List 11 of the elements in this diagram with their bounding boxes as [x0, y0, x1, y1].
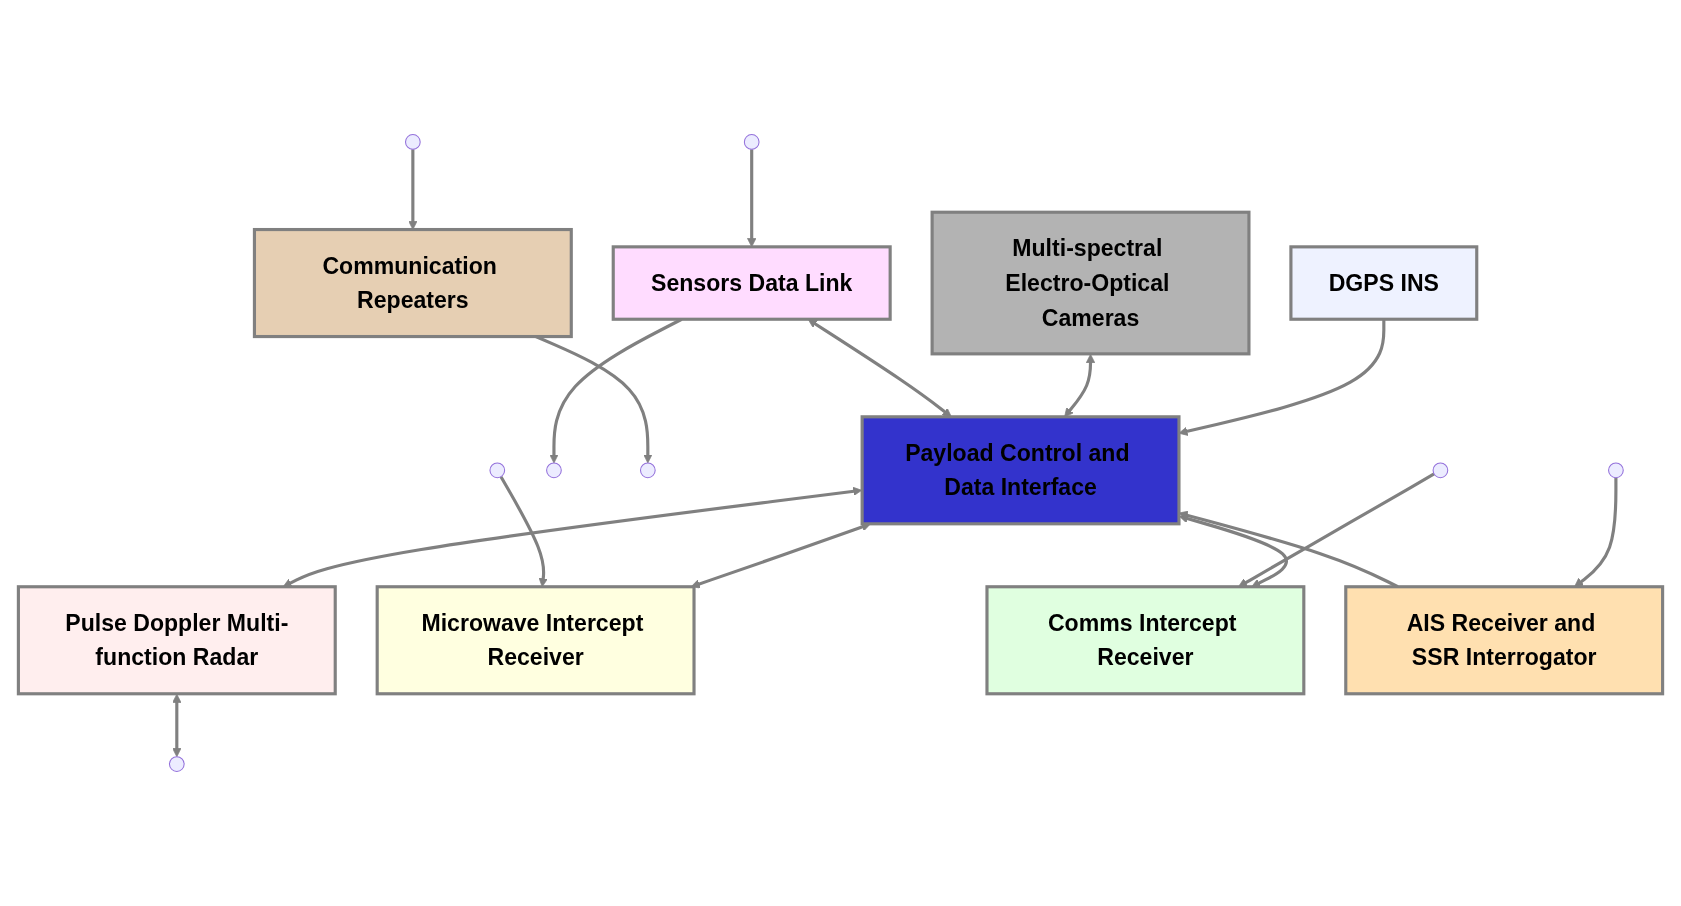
node-box: DGPS INS — [1289, 245, 1479, 321]
node-box: Communication Repeaters — [252, 227, 573, 339]
node-box: Payload Control and Data Interface — [860, 415, 1181, 526]
node-box: AIS Receiver and SSR Interrogator — [1344, 585, 1665, 696]
node-box: Sensors Data Link — [611, 245, 892, 321]
node-box: Comms Intercept Receiver — [985, 585, 1306, 696]
node-box: Multi-spectral Electro-Optical Cameras — [930, 210, 1251, 356]
arrow — [172, 693, 182, 758]
arrow — [408, 149, 418, 230]
node-box: Pulse Doppler Multi-function Radar — [16, 585, 337, 696]
node-box: Microwave Intercept Receiver — [375, 585, 696, 696]
